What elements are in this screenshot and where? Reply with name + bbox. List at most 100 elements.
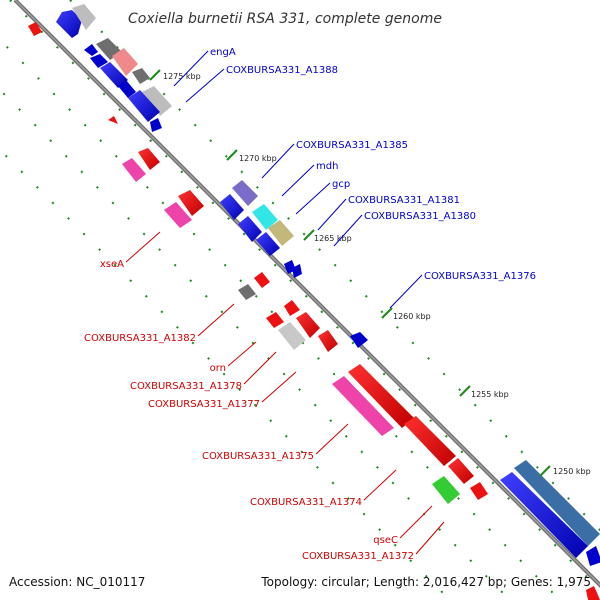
accession-text: Accession: NC_010117 xyxy=(9,575,145,589)
kbp-tick xyxy=(149,69,161,81)
gene-feature[interactable] xyxy=(142,86,172,116)
gene-feature[interactable] xyxy=(138,148,160,170)
gene-feature[interactable] xyxy=(122,158,146,182)
gene-feature[interactable] xyxy=(404,416,456,466)
gene-feature[interactable] xyxy=(84,44,98,56)
kbp-tick xyxy=(459,385,471,397)
gene-label-qseC[interactable]: qseC xyxy=(373,535,398,546)
gene-feature[interactable] xyxy=(292,264,302,278)
reverse-gene-labels xyxy=(125,231,445,555)
kbp-label: 1260 kbp xyxy=(393,312,431,321)
map-title: Coxiella burnetii RSA 331, complete geno… xyxy=(128,11,442,27)
guide-line-inner-1 xyxy=(0,88,511,600)
label-leader xyxy=(333,214,363,247)
gene-label-a1378[interactable]: COXBURSA331_A1378 xyxy=(130,381,242,392)
gene-label-a1372[interactable]: COXBURSA331_A1372 xyxy=(302,551,414,562)
gene-feature[interactable] xyxy=(220,194,244,220)
genome-summary-text: Topology: circular; Length: 2,016,427 bp… xyxy=(260,575,591,589)
label-leader xyxy=(197,303,235,337)
gene-feature[interactable] xyxy=(586,586,600,600)
gene-feature[interactable] xyxy=(318,330,338,352)
forward-gene-labels xyxy=(173,50,423,309)
gene-label-a1385[interactable]: COXBURSA331_A1385 xyxy=(296,140,408,151)
gene-feature[interactable] xyxy=(56,10,82,38)
gene-feature[interactable] xyxy=(278,322,306,350)
gene-feature[interactable] xyxy=(350,332,368,348)
label-leader xyxy=(281,164,315,197)
label-leader xyxy=(295,182,331,215)
gene-label-a1374[interactable]: COXBURSA331_A1374 xyxy=(250,497,362,508)
gene-feature[interactable] xyxy=(232,180,258,206)
kbp-label: 1255 kbp xyxy=(471,390,509,399)
genome-backbone xyxy=(13,0,600,588)
label-leader xyxy=(415,521,445,555)
kbp-markers: 1275 kbp 1270 kbp 1265 kbp 1260 kbp 1255… xyxy=(149,69,591,477)
guide-line-inner-2 xyxy=(0,148,451,600)
gene-label-a1382[interactable]: COXBURSA331_A1382 xyxy=(84,333,196,344)
gene-feature[interactable] xyxy=(296,312,320,338)
gene-feature[interactable] xyxy=(238,284,256,300)
gene-label-engA[interactable]: engA xyxy=(210,47,236,58)
kbp-label: 1265 kbp xyxy=(314,234,352,243)
reverse-gene-label-text: xseA COXBURSA331_A1382 orn COXBURSA331_A… xyxy=(84,259,414,562)
gene-feature[interactable] xyxy=(132,68,150,84)
kbp-tick xyxy=(303,229,315,241)
gene-feature[interactable] xyxy=(252,204,278,230)
gene-label-mdh[interactable]: mdh xyxy=(316,161,338,172)
gene-label-xseA[interactable]: xseA xyxy=(100,259,124,270)
label-leader xyxy=(261,371,297,403)
gene-feature[interactable] xyxy=(268,220,294,246)
guide-line-outer-2 xyxy=(0,38,561,600)
gene-feature[interactable] xyxy=(128,90,160,122)
label-leader xyxy=(261,143,295,179)
label-leader xyxy=(399,505,433,539)
label-leader xyxy=(185,68,225,103)
gene-feature[interactable] xyxy=(100,62,128,88)
gene-feature[interactable] xyxy=(348,364,414,428)
gene-label-orn[interactable]: orn xyxy=(210,363,226,374)
gene-feature[interactable] xyxy=(90,54,108,68)
gene-feature[interactable] xyxy=(72,4,96,30)
gene-feature[interactable] xyxy=(28,22,42,36)
gene-feature[interactable] xyxy=(266,312,284,328)
reverse-strand-genes xyxy=(28,22,600,600)
gene-feature[interactable] xyxy=(112,48,138,76)
gene-feature[interactable] xyxy=(586,546,600,566)
gene-feature[interactable] xyxy=(514,460,600,546)
label-leader xyxy=(315,423,349,455)
gene-feature[interactable] xyxy=(118,80,136,98)
kbp-tick xyxy=(381,307,393,319)
gene-label-a1381[interactable]: COXBURSA331_A1381 xyxy=(348,195,460,206)
gene-feature[interactable] xyxy=(500,472,588,558)
gene-feature[interactable] xyxy=(178,190,204,216)
gene-feature[interactable] xyxy=(284,300,300,316)
kbp-tick xyxy=(226,149,238,161)
kbp-label: 1275 kbp xyxy=(163,72,201,81)
label-leader xyxy=(173,50,209,87)
gene-feature[interactable] xyxy=(150,118,162,132)
gene-feature[interactable] xyxy=(448,458,474,484)
gene-feature[interactable] xyxy=(108,116,118,124)
gene-feature[interactable] xyxy=(254,272,270,288)
label-leader xyxy=(317,198,347,231)
gene-feature[interactable] xyxy=(238,216,262,242)
gene-label-a1377[interactable]: COXBURSA331_A1377 xyxy=(148,399,260,410)
gene-label-gcp[interactable]: gcp xyxy=(332,179,350,190)
gene-label-a1376[interactable]: COXBURSA331_A1376 xyxy=(424,271,536,282)
gene-feature[interactable] xyxy=(432,476,460,504)
guide-line-outer-1 xyxy=(9,0,600,592)
label-leader xyxy=(125,231,161,263)
gene-label-a1388[interactable]: COXBURSA331_A1388 xyxy=(226,65,338,76)
label-leader xyxy=(363,469,397,501)
label-leader xyxy=(227,341,257,367)
gene-label-a1380[interactable]: COXBURSA331_A1380 xyxy=(364,211,476,222)
forward-strand-genes xyxy=(56,4,600,566)
gene-feature[interactable] xyxy=(470,482,488,500)
gene-feature[interactable] xyxy=(332,376,394,436)
kbp-label: 1270 kbp xyxy=(239,154,277,163)
gene-label-a1375[interactable]: COXBURSA331_A1375 xyxy=(202,451,314,462)
gene-feature[interactable] xyxy=(256,232,280,256)
gene-feature[interactable] xyxy=(164,202,192,228)
